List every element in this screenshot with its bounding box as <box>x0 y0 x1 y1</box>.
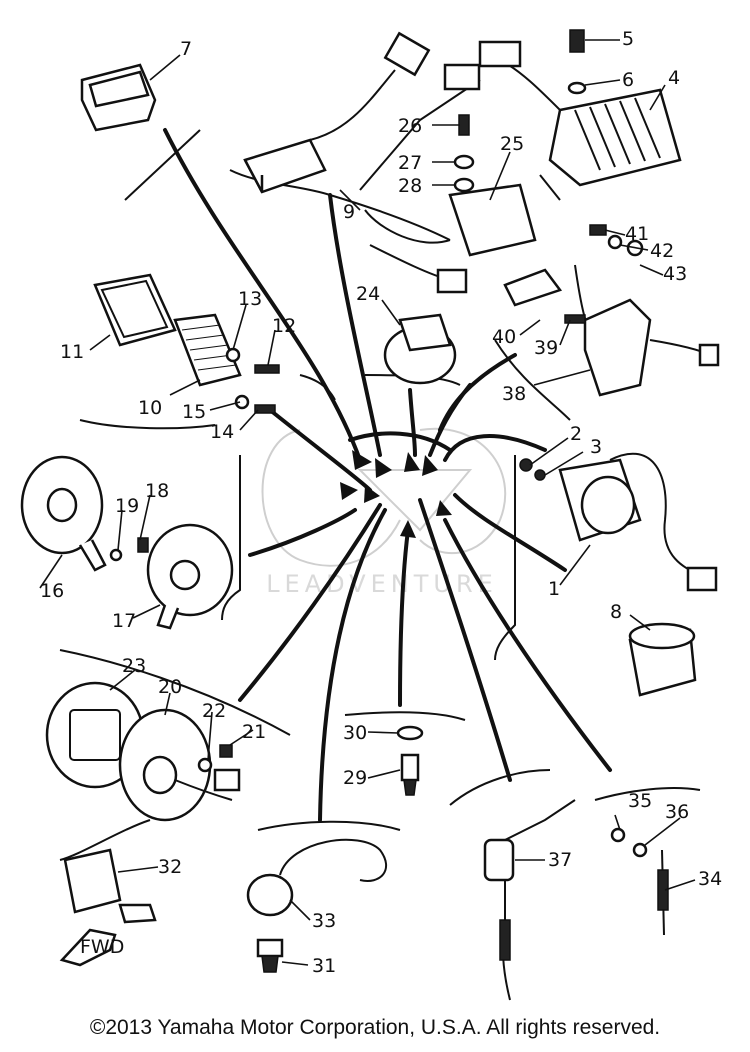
fwd-arrow: FWD <box>59 928 124 967</box>
label-part-1: 1 <box>548 578 560 600</box>
label-part-33: 33 <box>312 910 336 932</box>
label-part-16: 16 <box>40 580 64 602</box>
part-16-horn <box>20 455 107 572</box>
watermark-text: LEADVENTURE <box>266 570 498 598</box>
part-4-rectifier <box>443 40 682 187</box>
label-part-41: 41 <box>625 223 649 245</box>
fasteners-18-19 <box>109 537 149 562</box>
part-8-canister <box>628 622 697 697</box>
label-part-4: 4 <box>668 67 680 89</box>
label-part-35: 35 <box>628 790 652 812</box>
label-part-36: 36 <box>665 801 689 823</box>
part-37-switch <box>483 799 576 1001</box>
fwd-label: FWD <box>80 936 124 958</box>
copyright-notice: ©2013 Yamaha Motor Corporation, U.S.A. A… <box>89 1016 661 1039</box>
label-part-39: 39 <box>534 337 558 359</box>
label-part-2: 2 <box>570 423 582 445</box>
label-part-42: 42 <box>650 240 674 262</box>
connector-arrows <box>340 450 452 538</box>
label-part-19: 19 <box>115 495 139 517</box>
part-7-relay <box>80 63 157 132</box>
label-part-30: 30 <box>343 722 367 744</box>
label-part-15: 15 <box>182 401 206 423</box>
label-part-21: 21 <box>242 721 266 743</box>
label-part-11: 11 <box>60 341 84 363</box>
label-part-38: 38 <box>502 383 526 405</box>
label-part-7: 7 <box>180 38 192 60</box>
label-part-10: 10 <box>138 397 162 419</box>
part-1-relay <box>519 452 718 592</box>
label-part-28: 28 <box>398 175 422 197</box>
label-part-40: 40 <box>492 326 516 348</box>
part-10-lens <box>173 313 242 387</box>
label-part-26: 26 <box>398 115 422 137</box>
fasteners-12-13-14-15 <box>225 347 280 414</box>
label-part-34: 34 <box>698 868 722 890</box>
part-24-unit <box>383 313 457 385</box>
part-20-meter <box>118 708 241 822</box>
label-part-37: 37 <box>548 849 572 871</box>
label-part-23: 23 <box>122 655 146 677</box>
label-part-8: 8 <box>610 601 622 623</box>
leader-lines <box>39 39 696 966</box>
frame-outline <box>261 427 507 567</box>
label-part-13: 13 <box>238 288 262 310</box>
label-part-20: 20 <box>158 676 182 698</box>
part-number-labels: 1 2 3 4 5 6 7 8 9 10 11 12 13 14 15 16 1… <box>40 28 722 977</box>
label-part-27: 27 <box>398 152 422 174</box>
fasteners-5-6-26-27-28 <box>453 29 587 193</box>
label-part-12: 12 <box>272 315 296 337</box>
label-part-43: 43 <box>663 263 687 285</box>
part-25-regulator <box>364 183 537 294</box>
label-part-14: 14 <box>210 421 234 443</box>
part-33-sensor <box>246 838 387 973</box>
label-part-6: 6 <box>622 69 634 91</box>
part-17-horn <box>146 523 234 630</box>
part-9-connector-cable <box>243 31 431 194</box>
label-part-5: 5 <box>622 28 634 50</box>
label-part-25: 25 <box>500 133 524 155</box>
part-34-spring <box>610 827 669 936</box>
label-part-32: 32 <box>158 856 182 878</box>
label-part-29: 29 <box>343 767 367 789</box>
label-part-24: 24 <box>356 283 380 305</box>
part-38-switch <box>503 224 720 397</box>
label-part-18: 18 <box>145 480 169 502</box>
label-part-31: 31 <box>312 955 336 977</box>
label-part-22: 22 <box>202 700 226 722</box>
label-part-17: 17 <box>112 610 136 632</box>
part-32-unit <box>63 848 157 924</box>
part-29-switch <box>396 725 424 796</box>
label-part-3: 3 <box>590 436 602 458</box>
label-part-9: 9 <box>343 201 355 223</box>
part-11-lamp-housing <box>93 273 177 347</box>
